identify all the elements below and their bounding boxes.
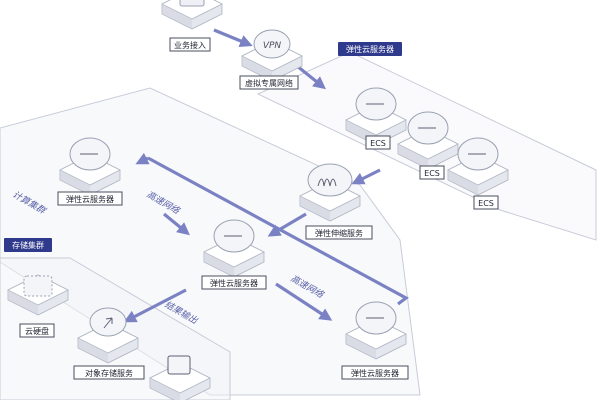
storage-cluster-badge: 存储集群 bbox=[4, 238, 52, 252]
storage-extra-node bbox=[149, 355, 211, 404]
svg-text:存储集群: 存储集群 bbox=[12, 240, 44, 250]
terminal-icon bbox=[179, 0, 205, 7]
svg-text:ECS: ECS bbox=[424, 169, 440, 178]
cloud-disk-icon bbox=[23, 275, 53, 297]
ecs-cluster-left-node: 弹性云服务器 bbox=[57, 137, 123, 206]
svg-text:VPN: VPN bbox=[263, 41, 282, 51]
svg-text:ECS: ECS bbox=[478, 199, 494, 208]
svg-text:弹性伸缩服务: 弹性伸缩服务 bbox=[315, 228, 363, 238]
object-storage-node: 对象存储服务 bbox=[73, 307, 145, 380]
auto-scaling-icon bbox=[307, 163, 353, 197]
svg-text:虚拟专属网络: 虚拟专属网络 bbox=[245, 78, 293, 88]
svg-text:对象存储服务: 对象存储服务 bbox=[85, 368, 133, 378]
svg-text:弹性云服务器: 弹性云服务器 bbox=[66, 194, 114, 204]
flow-lines bbox=[123, 28, 409, 323]
svg-text:弹性云服务器: 弹性云服务器 bbox=[351, 368, 399, 378]
ecs-group-badge: 弹性云服务器 bbox=[338, 42, 402, 56]
ecs-cluster-mid-node: 弹性云服务器 bbox=[201, 219, 267, 290]
upload-icon bbox=[89, 307, 127, 337]
business-access-node: 业务接入 bbox=[161, 0, 223, 52]
ecs-node-3: ECS bbox=[447, 137, 509, 210]
svg-text:云硬盘: 云硬盘 bbox=[25, 326, 49, 336]
ecs-node-2: ECS bbox=[397, 111, 459, 180]
vpn-icon bbox=[253, 29, 291, 59]
ecs-node-1: ECS bbox=[345, 87, 407, 150]
archive-icon bbox=[167, 355, 191, 375]
svg-text:业务接入: 业务接入 bbox=[174, 40, 206, 50]
cloud-disk-node: 云硬盘 bbox=[7, 274, 69, 338]
svg-text:弹性云服务器: 弹性云服务器 bbox=[346, 44, 394, 54]
ecs-cluster-right-node: 弹性云服务器 bbox=[341, 301, 409, 380]
vpn-node: VPN 虚拟专属网络 bbox=[239, 29, 303, 90]
auto-scaling-node: 弹性伸缩服务 bbox=[299, 163, 373, 240]
svg-text:弹性云服务器: 弹性云服务器 bbox=[210, 278, 258, 288]
svg-text:ECS: ECS bbox=[370, 139, 386, 148]
